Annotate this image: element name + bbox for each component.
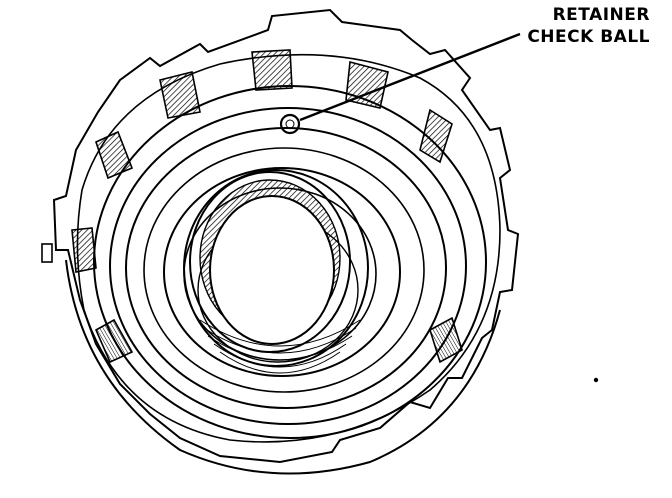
outer-rim-inner-edge: [76, 53, 501, 443]
hub-outer: [183, 169, 369, 367]
callout-line-1: RETAINER: [552, 5, 650, 25]
hub-threads: [199, 319, 361, 374]
outer-rim-lower-lip: [65, 259, 501, 475]
body-ring-1: [125, 127, 447, 409]
lug-ring-inner: [109, 107, 467, 425]
check-ball: [279, 113, 301, 135]
hub-bore: [209, 195, 335, 345]
body-ring-2: [143, 147, 425, 393]
callout-line-2: CHECK BALL: [527, 27, 650, 47]
body-ring-3: [163, 167, 401, 377]
callout-leader: [299, 32, 521, 122]
lug-set: [71, 49, 463, 364]
hub-bore-rim: [189, 171, 351, 353]
side-stud: [41, 243, 53, 263]
callout-label: RETAINER CHECK BALL: [500, 4, 650, 48]
